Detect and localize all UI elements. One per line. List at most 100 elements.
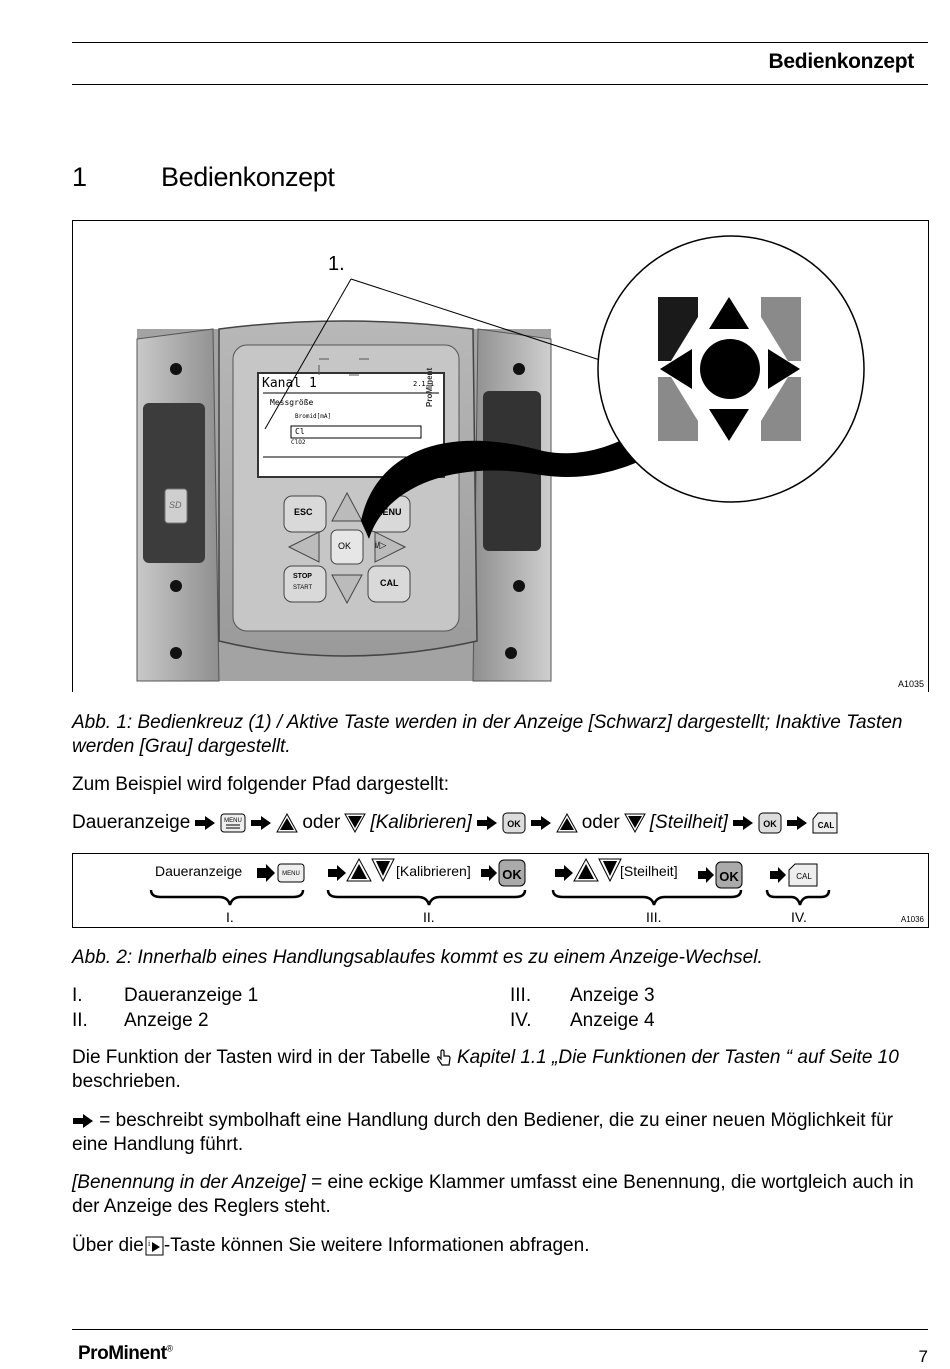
menu-key-icon-label: MENU: [224, 818, 242, 824]
arrow-right-icon: [251, 816, 272, 830]
key-info: i/▷: [375, 540, 387, 550]
paragraph-info-key: Über die i -Taste können Sie weitere Infor…: [72, 1234, 928, 1258]
para1-before: Die Funktion der Tasten wird in der Tabe…: [72, 1047, 431, 1068]
screen-ref: 2.1.1: [413, 380, 435, 388]
para4-before: Über die: [72, 1235, 144, 1256]
para1-after: beschrieben.: [72, 1071, 181, 1092]
figure-1: 1. Kanal 1 2.1.1 Messgröße Bromid[mA] Cl…: [72, 220, 929, 692]
prominent-logo: ProMinent®: [78, 1343, 173, 1365]
section-number: 1: [72, 162, 88, 192]
path-line: Daueranzeige MENU oder [Kalibrieren] OK …: [72, 812, 838, 834]
path-oder-2: oder: [581, 812, 620, 833]
para4-after: -Taste können Sie weitere Informationen …: [163, 1235, 590, 1256]
list-item-3-num: III.: [510, 985, 532, 1006]
fig2-cal-icon: CAL: [770, 863, 818, 887]
list-item-1-num: I.: [72, 985, 83, 1006]
fig2-roman-1: I.: [226, 909, 234, 925]
key-stop: STOP: [293, 573, 312, 580]
paragraph-arrow-meaning: = beschreibt symbolhaft eine Handlung du…: [72, 1109, 928, 1157]
para3-italic: [Benennung in der Anzeige]: [72, 1172, 306, 1193]
fig2-roman-4: IV.: [791, 909, 807, 925]
cross-corner-tl: [658, 297, 698, 361]
ok-key-icon: OK: [758, 812, 782, 834]
arrow-right-icon: [786, 816, 807, 830]
up-key-icon: [276, 813, 299, 833]
logo-pro: Pro: [78, 1343, 109, 1364]
arrow-right-icon: [73, 1113, 93, 1128]
paragraph-bracket-meaning: [Benennung in der Anzeige] = eine eckige…: [72, 1171, 928, 1219]
figure-1-id: A1035: [897, 679, 924, 689]
device-brand-vertical: ProMinent: [425, 367, 434, 407]
list-item-1-text: Daueranzeige 1: [124, 985, 259, 1006]
path-kalibrieren: [Kalibrieren]: [370, 812, 472, 833]
chapter-link[interactable]: Kapitel 1.1 „Die Funktionen der Tasten “…: [456, 1047, 899, 1068]
callout-1: 1.: [328, 253, 345, 275]
arrow-right-icon: [530, 816, 551, 830]
controller-illustration: [136, 235, 865, 682]
list-item-2-num: II.: [72, 1010, 88, 1031]
fig2-roman-2: II.: [423, 909, 435, 925]
running-header: Bedienkonzept: [768, 50, 915, 73]
figure-1-caption: Abb. 1: Bedienkreuz (1) / Aktive Taste w…: [72, 712, 903, 757]
path-start: Daueranzeige: [72, 812, 191, 833]
ok-key-icon-label-2: OK: [763, 819, 777, 829]
list-item-4-text: Anzeige 4: [570, 1010, 655, 1031]
logo-registered: ®: [166, 1343, 173, 1354]
figure-2: Daueranzeige MENU [Kalibrieren] OK [Stei…: [72, 853, 929, 928]
fig2-group-3: [Steilheit]: [620, 863, 678, 879]
menu-key-icon: MENU: [220, 813, 246, 833]
fig2-ok-icon-2: OK: [698, 861, 743, 889]
figure-2-id: A1036: [900, 915, 924, 924]
key-cal: CAL: [380, 578, 399, 588]
info-key-icon: i: [145, 1236, 164, 1256]
list-item-4-num: IV.: [510, 1010, 532, 1031]
arrow-right-icon: [732, 816, 753, 830]
ok-key-icon-label: OK: [507, 819, 521, 829]
list-item-3-text: Anzeige 3: [570, 985, 655, 1006]
header-rule-bottom: [72, 84, 928, 85]
key-start: START: [293, 585, 313, 591]
key-esc: ESC: [294, 507, 313, 517]
arrow-right-icon: [195, 816, 216, 830]
cal-key-icon-label: CAL: [818, 821, 835, 830]
fig2-ok-label: OK: [502, 867, 522, 882]
fig2-braces: [149, 889, 831, 906]
fig2-cal-label: CAL: [796, 872, 812, 881]
intro-text: Zum Beispiel wird folgender Pfad dargest…: [72, 774, 450, 795]
screen-line-1: Messgröße: [270, 398, 314, 407]
key-ok: OK: [338, 541, 352, 551]
fig2-updown-icons-2: [555, 857, 622, 883]
fig2-menu-icon: MENU: [257, 863, 305, 883]
arrow-right-icon: [476, 816, 497, 830]
fig2-ok-icon: OK: [481, 859, 526, 887]
logo-minent: Minent: [108, 1343, 167, 1364]
down-key-icon: [623, 813, 646, 833]
screen-line-3: Cl: [295, 427, 305, 436]
fig2-updown-icons: [328, 857, 395, 883]
down-key-icon: [344, 813, 367, 833]
header-rule-top: [72, 42, 928, 43]
fig2-group-1: Daueranzeige: [155, 863, 243, 879]
path-oder-1: oder: [302, 812, 341, 833]
path-steilheit: [Steilheit]: [649, 812, 728, 833]
cal-key-icon: CAL: [812, 812, 838, 834]
screen-line-2: Bromid[mA]: [295, 413, 332, 420]
footer-rule: [72, 1329, 928, 1330]
fig2-roman-3: III.: [646, 909, 662, 925]
ok-key-icon: OK: [502, 812, 526, 834]
screen-line-4: ClO2: [291, 439, 306, 446]
section-title: Bedienkonzept: [161, 162, 335, 192]
fig2-group-2: [Kalibrieren]: [396, 863, 471, 879]
figure-2-caption: Abb. 2: Innerhalb eines Handlungsablaufe…: [72, 947, 763, 968]
para2-text: = beschreibt symbolhaft eine Handlung du…: [72, 1110, 894, 1155]
sd-label: SD: [169, 500, 182, 510]
svg-text:i: i: [148, 1239, 151, 1248]
hand-pointer-icon: [436, 1049, 451, 1066]
fig2-ok-label-2: OK: [719, 869, 739, 884]
list-item-2-text: Anzeige 2: [124, 1010, 209, 1031]
paragraph-functions: Die Funktion der Tasten wird in der Tabe…: [72, 1046, 928, 1094]
up-key-icon: [555, 813, 578, 833]
page-number: 7: [918, 1347, 928, 1366]
key-menu: MENU: [375, 507, 402, 517]
para3-rest: = eine eckige Klammer umfasst eine Benen…: [72, 1172, 914, 1217]
